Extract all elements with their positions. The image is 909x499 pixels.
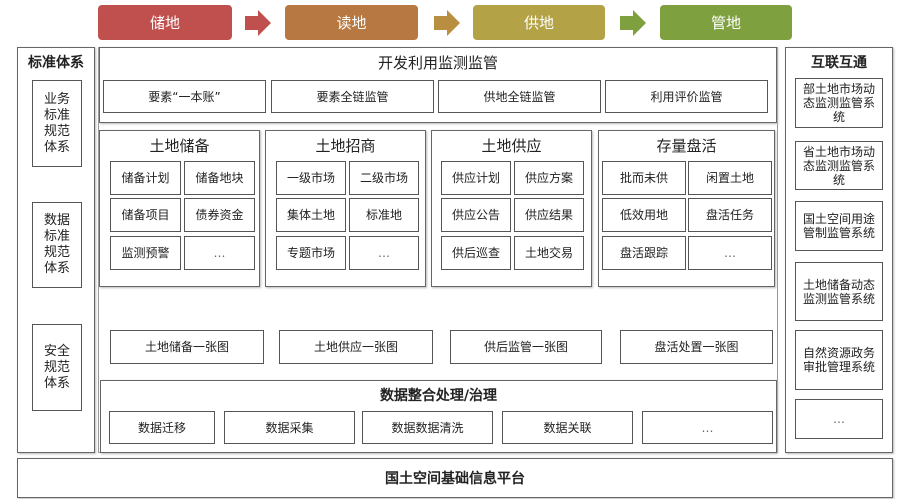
arrow-icon [447, 10, 460, 36]
standard-item: 安全规范体系 [32, 324, 82, 411]
section-title: 土地储备 [149, 137, 210, 155]
section-item: 闲置土地 [688, 161, 772, 195]
arrow-icon [633, 10, 646, 36]
section-item: 低效用地 [602, 198, 686, 232]
monitor-item: 要素全链监管 [271, 80, 434, 113]
stage-supply: 供地 [473, 5, 605, 40]
section-item: 储备项目 [110, 198, 181, 232]
system-item: 省土地市场动态监测监管系统 [795, 141, 883, 190]
section-title: 土地招商 [315, 137, 376, 155]
section-item: 集体土地 [276, 198, 346, 232]
system-item: 自然资源政务审批管理系统 [795, 330, 883, 390]
interop-title: 互联互通 [811, 55, 867, 71]
monitor-item: 供地全链监管 [438, 80, 601, 113]
section-title: 存量盘活 [656, 137, 717, 155]
section-item: 供应结果 [514, 198, 584, 232]
data-item: 数据关联 [502, 411, 633, 444]
standard-item: 数据标准规范体系 [32, 202, 82, 288]
monitor-item: 要素“一本账” [103, 80, 266, 113]
stage-read: 读地 [285, 5, 418, 40]
section-item: 土地交易 [514, 236, 584, 270]
section-item: 储备计划 [110, 161, 181, 195]
data-item: … [642, 411, 773, 444]
system-item: … [795, 399, 883, 439]
system-item: 国土空间用途管制监管系统 [795, 201, 883, 251]
map-item: 盘活处置一张图 [620, 330, 773, 364]
stage-manage: 管地 [660, 5, 792, 40]
section-item: 债券资金 [184, 198, 255, 232]
stage-store: 储地 [98, 5, 232, 40]
section-item: 盘活跟踪 [602, 236, 686, 270]
section-item: 批而未供 [602, 161, 686, 195]
section-item: 供后巡查 [441, 236, 511, 270]
system-item: 土地储备动态监测监管系统 [795, 262, 883, 321]
map-item: 土地供应一张图 [279, 330, 433, 364]
section-item: 监测预警 [110, 236, 181, 270]
standards-title: 标准体系 [28, 55, 84, 71]
monitor-item: 利用评价监管 [605, 80, 768, 113]
data-item: 数据数据清洗 [362, 411, 493, 444]
map-item: 土地储备一张图 [110, 330, 264, 364]
section-item: 一级市场 [276, 161, 346, 195]
standard-item: 业务标准规范体系 [32, 80, 82, 167]
section-item: … [184, 236, 255, 270]
data-item: 数据采集 [224, 411, 355, 444]
arrow-icon [258, 10, 271, 36]
section-item: 标准地 [349, 198, 419, 232]
section-item: 供应计划 [441, 161, 511, 195]
section-item: 二级市场 [349, 161, 419, 195]
data-item: 数据迁移 [109, 411, 215, 444]
section-title: 土地供应 [481, 137, 542, 155]
arrow-icon [620, 16, 634, 30]
arrow-icon [245, 16, 259, 30]
section-item: 专题市场 [276, 236, 346, 270]
section-item: 供应方案 [514, 161, 584, 195]
section-item: … [688, 236, 772, 270]
section-item: … [349, 236, 419, 270]
platform-label: 国土空间基础信息平台 [385, 471, 525, 487]
system-item: 部土地市场动态监测监管系统 [795, 78, 883, 128]
monitor-title: 开发利用监测监管 [377, 54, 498, 72]
map-item: 供后监管一张图 [450, 330, 602, 364]
data-title: 数据整合处理/治理 [379, 388, 498, 404]
arrow-icon [434, 16, 448, 30]
section-item: 供应公告 [441, 198, 511, 232]
platform-bar: 国土空间基础信息平台 [17, 458, 893, 498]
section-item: 储备地块 [184, 161, 255, 195]
section-item: 盘活任务 [688, 198, 772, 232]
